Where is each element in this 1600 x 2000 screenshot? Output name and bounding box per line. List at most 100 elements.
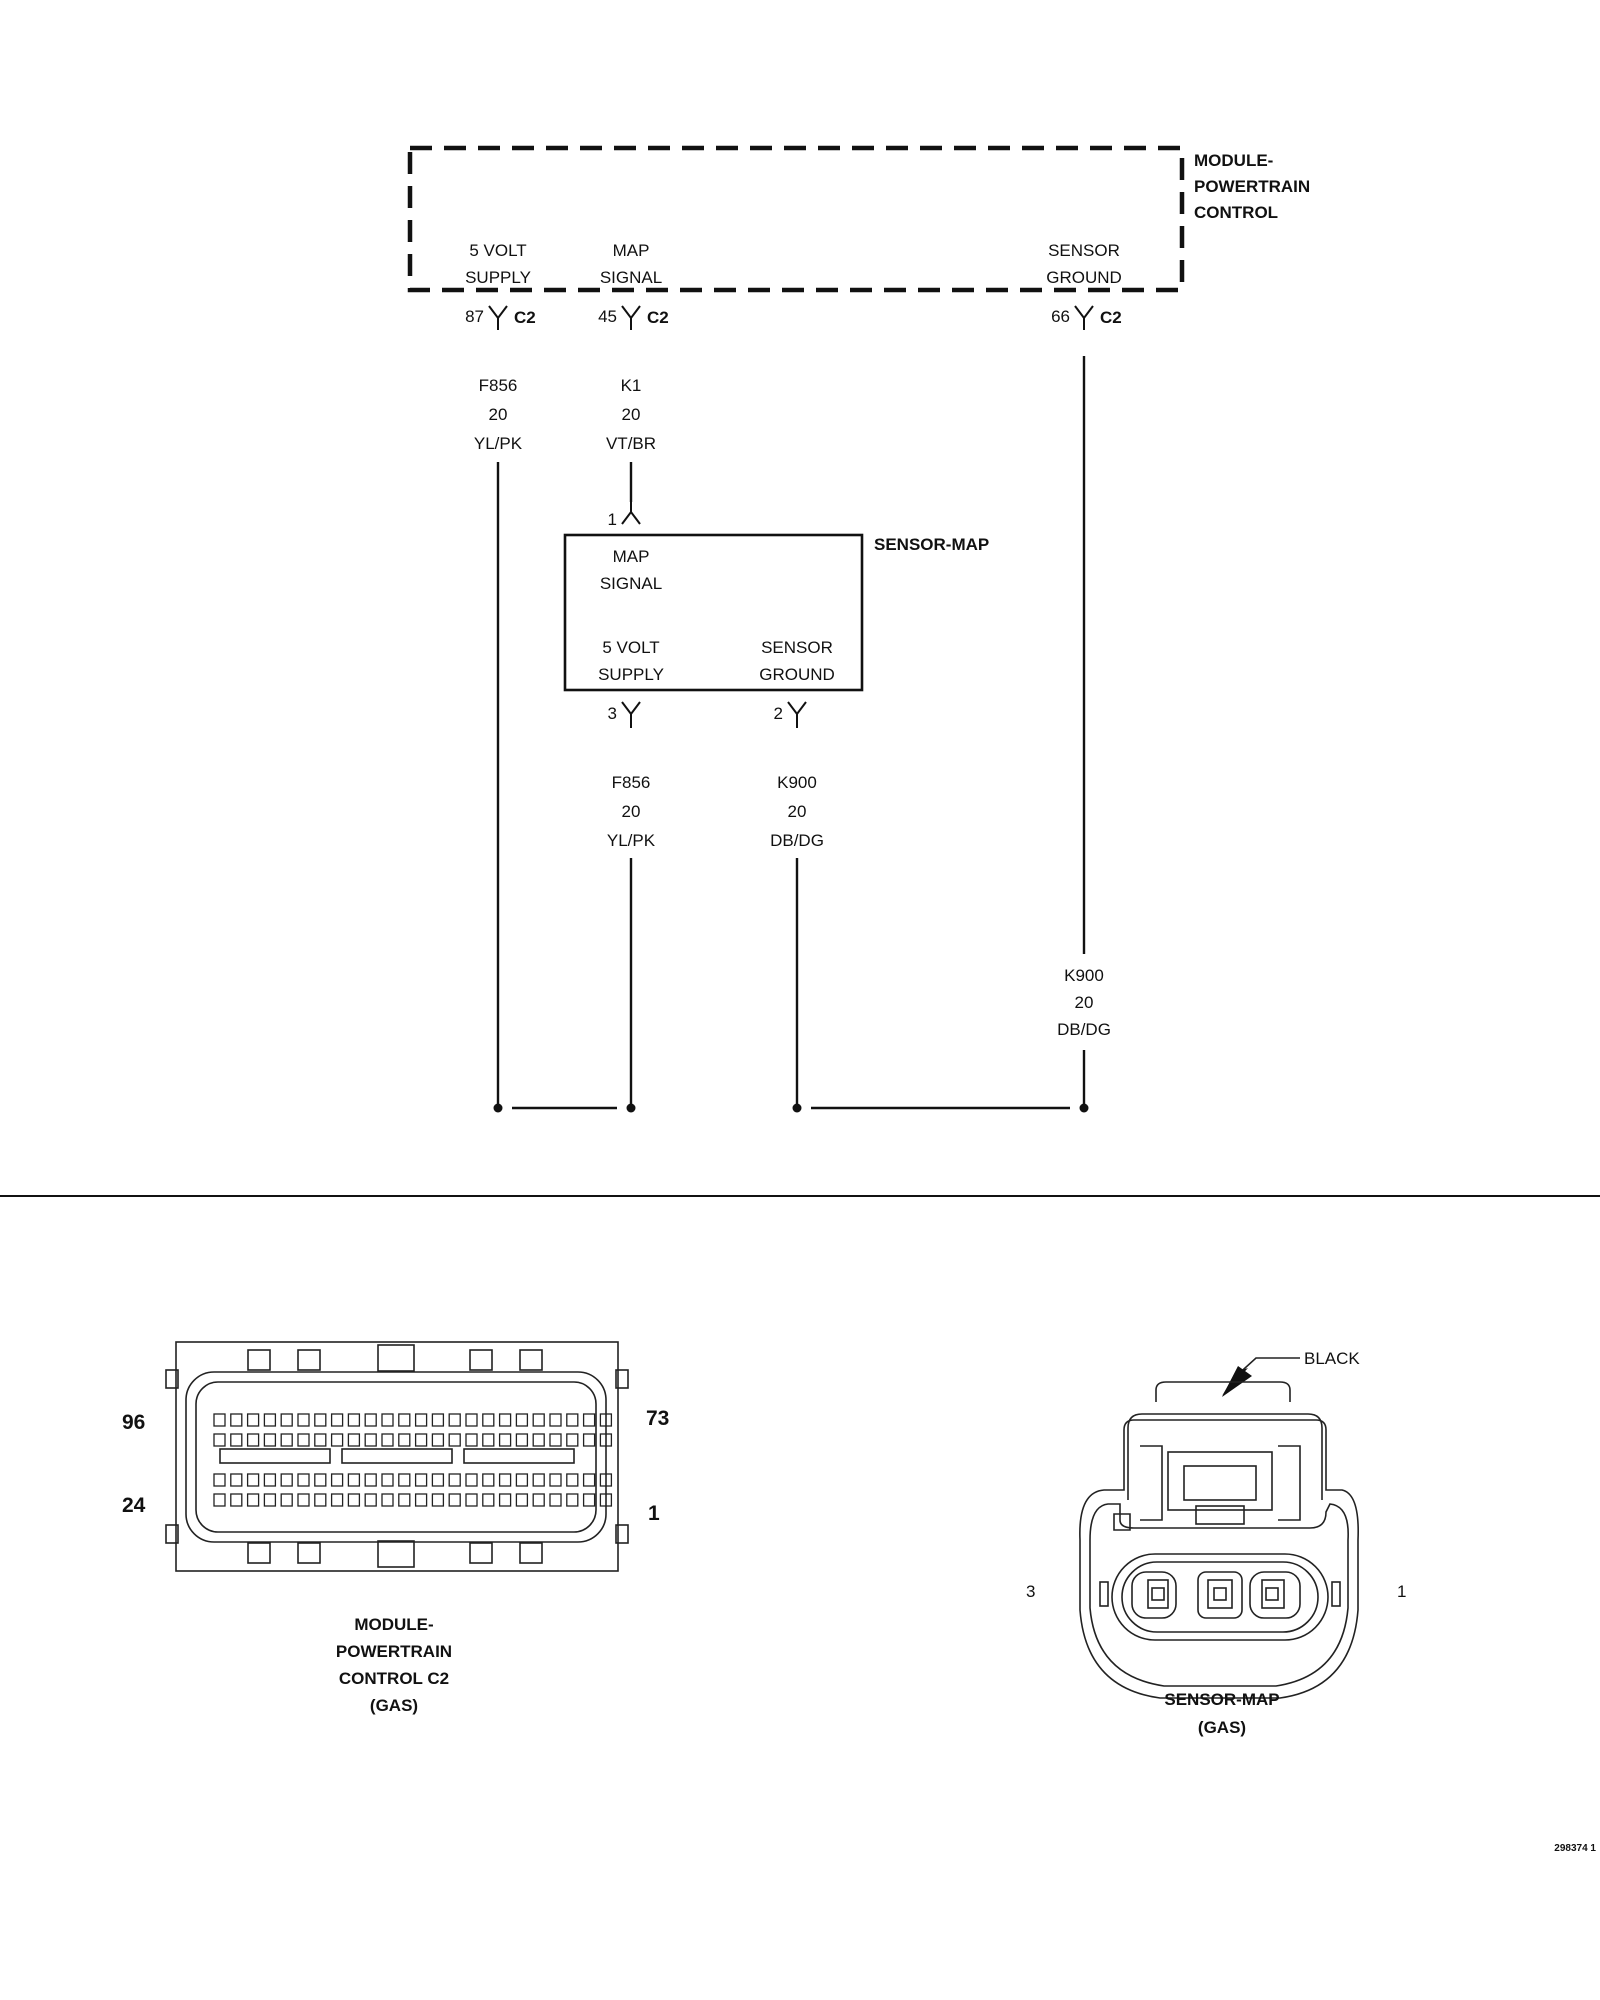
pin-cavity [230,1433,243,1447]
pin-cavity [213,1413,226,1427]
pin-cavity [381,1433,394,1447]
map-terminal-3 [1131,1571,1177,1619]
pin-cavity [230,1473,243,1487]
pcm-5v-label2: SUPPLY [465,268,531,287]
pin-cavity [482,1413,495,1427]
pin-cavity [599,1473,613,1487]
caption-line1: SENSOR-MAP [1164,1690,1279,1709]
pcm-title-line2: POWERTRAIN [1194,177,1310,196]
map-sensor-connector-view: BLACK 3 1 [1026,1349,1406,1737]
pin-cavity [398,1473,411,1487]
wire-gauge: 20 [788,802,807,821]
pin-cavity [381,1473,394,1487]
pin-cavity [566,1413,579,1427]
wire-color: VT/BR [606,434,656,453]
pcm-pin-87: 87 C2 [465,305,536,330]
sensor-supply-label1: 5 VOLT [602,638,659,657]
pin-cavity [498,1413,512,1427]
pin-cavity [213,1433,226,1447]
wire-color: YL/PK [474,434,523,453]
pin-label-73: 73 [646,1407,669,1430]
pin-cavity [448,1413,461,1427]
pin-cavity [582,1413,596,1427]
pin-cavity [246,1493,260,1507]
splice-dot [626,1103,636,1113]
pin-cavity [280,1493,293,1507]
pin-cavity [297,1473,310,1487]
pin-cavity [566,1433,579,1447]
pin-cavity [314,1493,327,1507]
map-terminal-1 [1249,1571,1301,1619]
pcm-cavity-grid [213,1413,613,1507]
pin-cavity [230,1413,243,1427]
pin-cavity [431,1493,445,1507]
pin-cavity [482,1493,495,1507]
pin-number: 1 [608,510,617,529]
pin-cavity [566,1493,579,1507]
wire-gauge: 20 [489,405,508,424]
pin-cavity [549,1473,562,1487]
wires [493,356,1089,1113]
pin-cavity [297,1433,310,1447]
pin-cavity [297,1493,310,1507]
wire-label-f856-upper: F856 20 YL/PK [474,376,523,453]
pin-cavity [599,1413,613,1427]
pin-cavity [213,1493,226,1507]
pin-cavity [582,1493,596,1507]
pin-cavity [280,1433,293,1447]
pin-cavity [398,1413,411,1427]
pin-cavity [549,1433,562,1447]
pin-cavity [448,1433,461,1447]
pin-cavity [498,1493,512,1507]
sensor-title: SENSOR-MAP [874,535,989,554]
pin-cavity [549,1493,562,1507]
sensor-signal-label2: SIGNAL [600,574,662,593]
pin-cavity [414,1433,428,1447]
pin-cavity [532,1473,545,1487]
splice-dot [792,1103,802,1113]
caption-line4: (GAS) [370,1696,418,1715]
pin-cavity [364,1493,377,1507]
pcm-title-line3: CONTROL [1194,203,1278,222]
pin-cavity [364,1473,377,1487]
caption-line1: MODULE- [354,1615,433,1634]
sensor-pin-2: 2 [774,701,807,728]
pin-cavity [482,1433,495,1447]
pin-cavity [314,1413,327,1427]
sensor-ground-label1: SENSOR [761,638,833,657]
pcm-title-line1: MODULE- [1194,151,1273,170]
sensor-pin-1: 1 [608,502,641,529]
pin-label-24: 24 [122,1494,146,1517]
pin-cavity [347,1493,361,1507]
pin-cavity [263,1493,277,1507]
pin-cavity [515,1433,529,1447]
pin-cavity [465,1433,478,1447]
pin-cavity [599,1433,613,1447]
pin-cavity [431,1433,445,1447]
pin-label-1: 1 [1397,1582,1406,1601]
pin-cavity [414,1413,428,1427]
sensor-ground-label2: GROUND [759,665,835,684]
pin-cavity [566,1473,579,1487]
pcm-map-label2: SIGNAL [600,268,662,287]
wire-circuit: F856 [479,376,518,395]
pin-cavity [246,1473,260,1487]
connector-id: C2 [514,308,536,327]
pin-label-1: 1 [648,1502,660,1525]
pcm-c2-connector-view: 96 73 24 1 MODULE- POWERTRAIN CONTROL C2… [122,1341,669,1715]
caption-line2: POWERTRAIN [336,1642,452,1661]
pin-cavity [515,1493,529,1507]
pcm-gnd-label2: GROUND [1046,268,1122,287]
pcm-5v-label1: 5 VOLT [469,241,526,260]
wire-circuit: F856 [612,773,651,792]
pin-cavity [314,1433,327,1447]
wire-label-k900-sensor: K900 20 DB/DG [770,773,824,850]
pin-cavity [280,1413,293,1427]
connector-id: C2 [1100,308,1122,327]
pin-cavity [582,1433,596,1447]
pin-cavity [465,1473,478,1487]
pin-number: 66 [1051,307,1070,326]
pin-cavity [347,1413,361,1427]
pin-cavity [532,1413,545,1427]
